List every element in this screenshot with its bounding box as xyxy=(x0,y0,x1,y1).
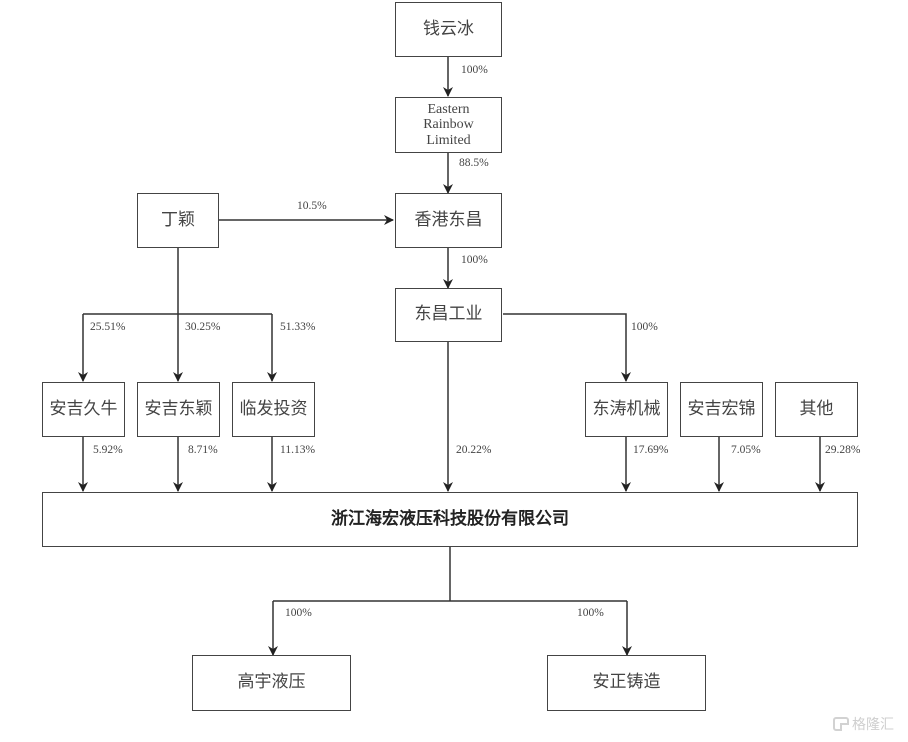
node-anji-jiuniu: 安吉久牛 xyxy=(42,382,125,437)
node-hk-dongchang: 香港东昌 xyxy=(395,193,502,248)
node-qian-yunbing: 钱云冰 xyxy=(395,2,502,57)
node-main-company: 浙江海宏液压科技股份有限公司 xyxy=(42,492,858,547)
pct-eastern-hk: 88.5% xyxy=(459,157,489,169)
pct-main-anzheng: 100% xyxy=(577,607,604,619)
node-dongchang-industry: 东昌工业 xyxy=(395,288,502,342)
pct-hk-dongchang: 100% xyxy=(461,254,488,266)
pct-jiuniu-main: 5.92% xyxy=(93,444,123,456)
pct-hongjin-main: 7.05% xyxy=(731,444,761,456)
pct-dongchang-main: 20.22% xyxy=(456,444,492,456)
pct-dongchang-dongtao: 100% xyxy=(631,321,658,333)
node-dongtao-machinery: 东涛机械 xyxy=(585,382,668,437)
node-linfa-investment: 临发投资 xyxy=(232,382,315,437)
pct-ding-dongying: 30.25% xyxy=(185,321,221,333)
pct-main-gaoyu: 100% xyxy=(285,607,312,619)
watermark: 格隆汇 xyxy=(833,714,894,734)
pct-ding-linfa: 51.33% xyxy=(280,321,316,333)
node-others: 其他 xyxy=(775,382,858,437)
pct-ding-jiuniu: 25.51% xyxy=(90,321,126,333)
pct-others-main: 29.28% xyxy=(825,444,861,456)
edge-dongchang-dongtao xyxy=(503,313,631,382)
node-eastern-rainbow: Eastern Rainbow Limited xyxy=(395,97,502,153)
pct-dongying-main: 8.71% xyxy=(188,444,218,456)
pct-dongtao-main: 17.69% xyxy=(633,444,669,456)
gelonghui-logo-icon xyxy=(833,717,849,731)
node-gaoyu-hydraulic: 高宇液压 xyxy=(192,655,351,711)
pct-qian-eastern: 100% xyxy=(461,64,488,76)
node-ding-ying: 丁颖 xyxy=(137,193,219,248)
node-anzheng-casting: 安正铸造 xyxy=(547,655,706,711)
pct-linfa-main: 11.13% xyxy=(280,444,316,456)
pct-ding-hk: 10.5% xyxy=(297,200,327,212)
watermark-text: 格隆汇 xyxy=(852,717,894,733)
node-anji-dongying: 安吉东颖 xyxy=(137,382,220,437)
node-anji-hongjin: 安吉宏锦 xyxy=(680,382,763,437)
